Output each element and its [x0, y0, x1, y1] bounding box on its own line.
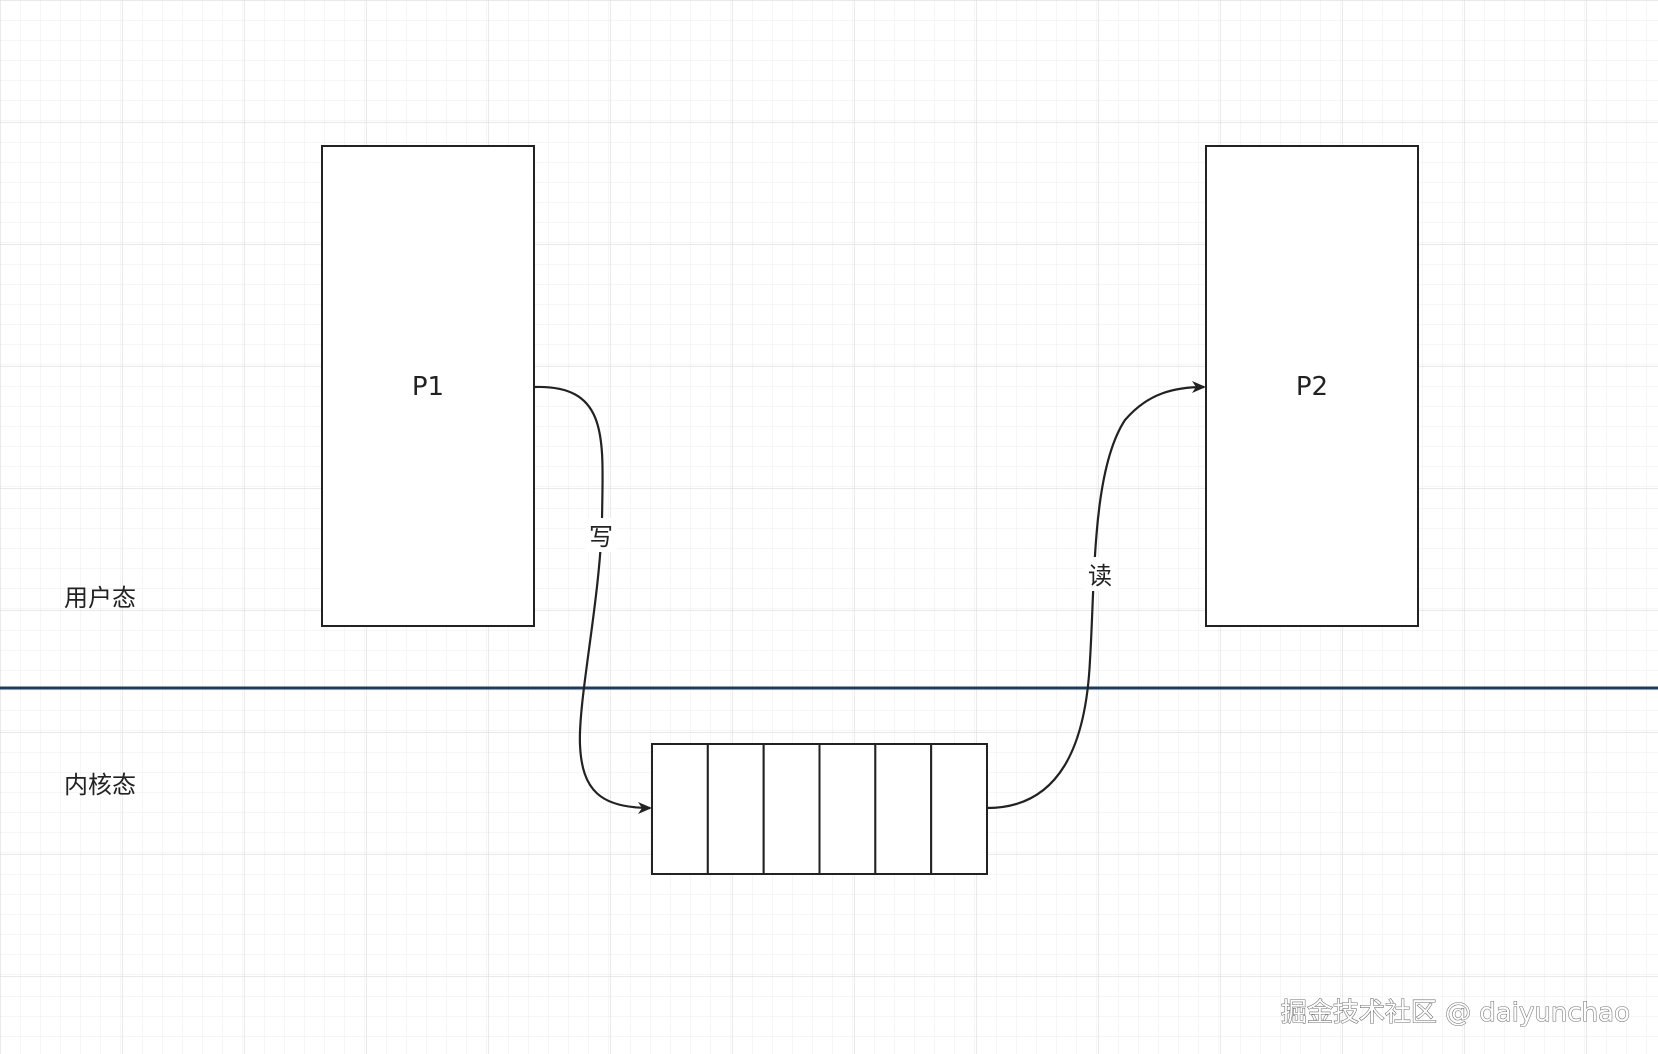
queue-cell [706, 743, 765, 875]
write-label: 写 [589, 523, 613, 551]
queue-cell [930, 743, 988, 875]
queue-cell [818, 743, 877, 875]
write-label-bg [585, 518, 617, 552]
process-p2-label: P2 [1296, 372, 1328, 402]
read-label: 读 [1088, 562, 1112, 590]
queue-cell [762, 743, 821, 875]
user-mode-label: 用户态 [64, 584, 136, 612]
watermark-text: 掘金技术社区 @ daiyunchao [1281, 998, 1630, 1028]
process-p1[interactable]: P1 [321, 145, 535, 627]
write-edge[interactable]: 写 [534, 385, 652, 814]
read-edge[interactable]: 读 [986, 381, 1206, 810]
queue-cell [651, 743, 709, 875]
kernel-mode-label: 内核态 [64, 771, 136, 799]
process-p2[interactable]: P2 [1205, 145, 1419, 627]
process-p1-box [321, 145, 535, 627]
kernel-buffer-queue[interactable] [651, 743, 988, 875]
process-p1-label: P1 [412, 372, 444, 402]
queue-cell [874, 743, 933, 875]
process-p2-box [1205, 145, 1419, 627]
write-arrow [534, 385, 652, 814]
read-label-bg [1084, 557, 1116, 591]
